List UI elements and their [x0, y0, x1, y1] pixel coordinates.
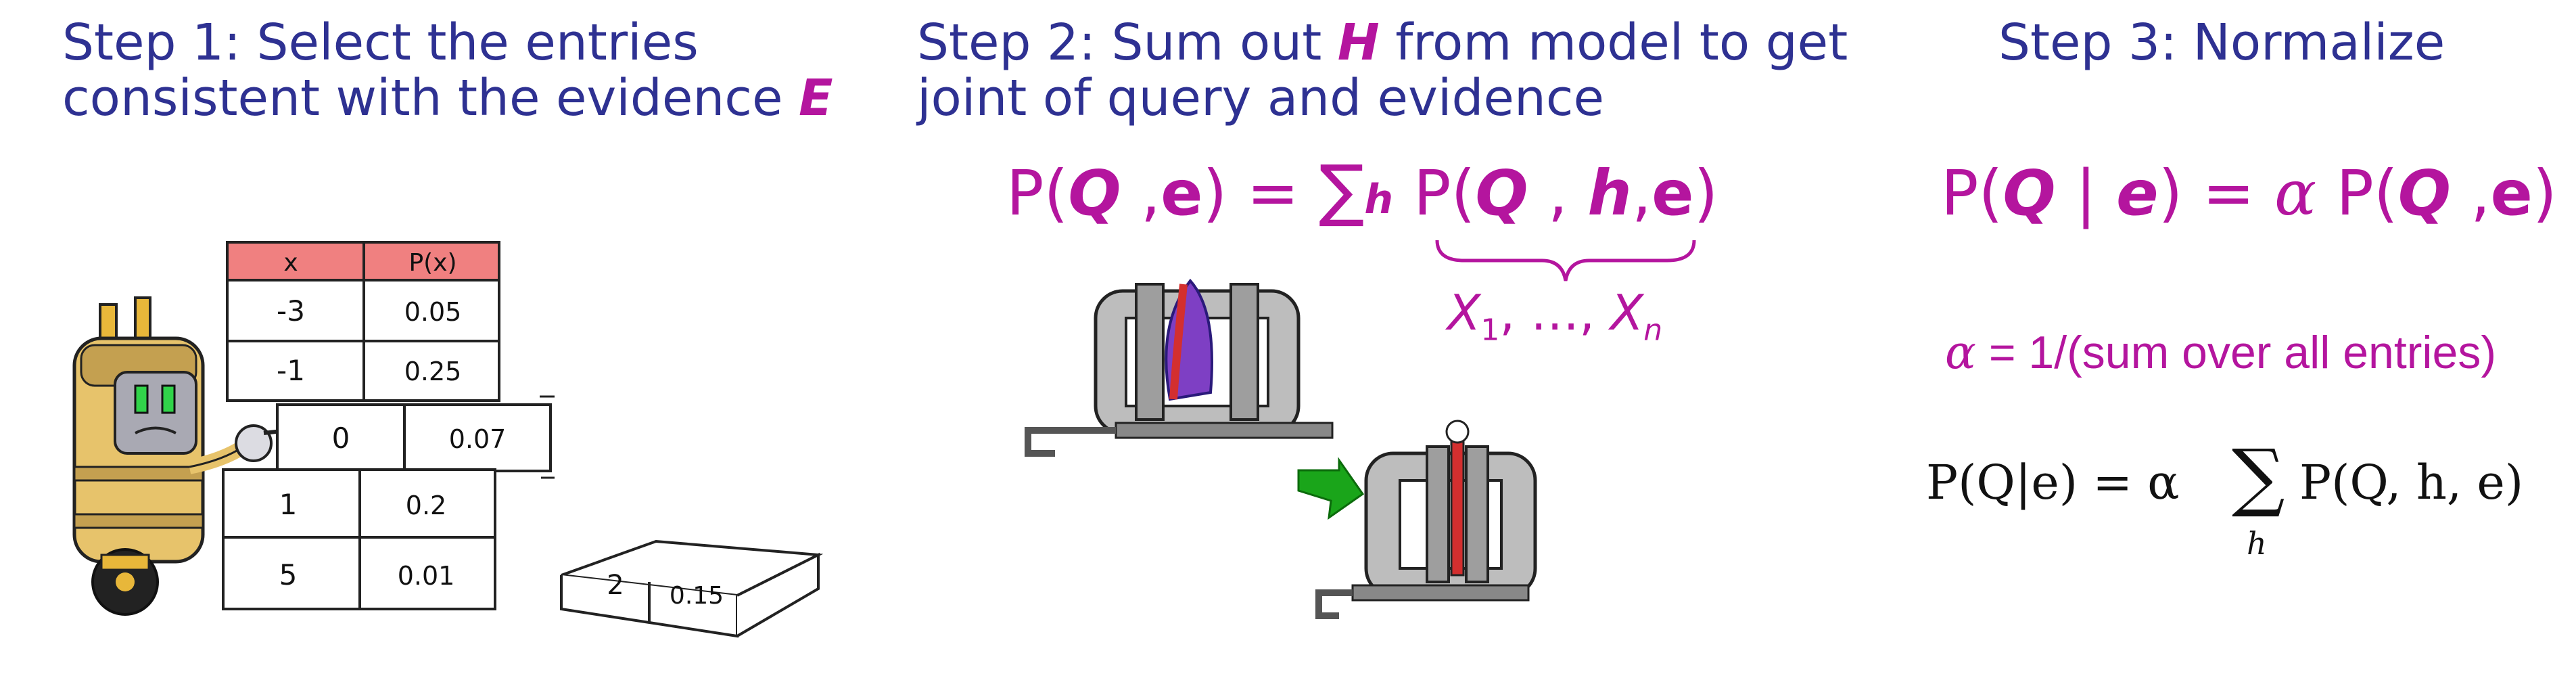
- normalize-math-formula: P(Q|e) = α: [1926, 455, 2180, 510]
- table-cell-x-1: -1: [277, 354, 305, 387]
- joint-rhs-comma2: ,: [1631, 157, 1652, 229]
- table-cell-x-0: -3: [277, 294, 305, 328]
- norm-q: Q: [2003, 157, 2056, 229]
- step2-hidden-var: H: [1337, 14, 1380, 72]
- norm-bar: |: [2055, 157, 2117, 229]
- probability-table: x P(x) -3 0.05 -1 0.25 0 0.07 1 0.2 5 0.…: [222, 241, 555, 610]
- joint-rhs-h: h: [1587, 157, 1632, 229]
- table-cell-x-3: 1: [279, 488, 298, 521]
- step1-line1: Step 1: Select the entries: [62, 14, 699, 72]
- normalize-formula: P(Q | e) = α P(Q ,e): [1941, 157, 2557, 229]
- step2-line1-prefix: Step 2: Sum out: [917, 14, 1338, 72]
- math-sigma: ∑: [2232, 433, 2285, 520]
- step2-line1-suffix: from model to get: [1379, 14, 1848, 72]
- math-sub-h: h: [2247, 525, 2267, 562]
- norm-close: ): [2532, 157, 2557, 229]
- step3-title: Step 3: Normalize: [1998, 15, 2445, 70]
- joint-rhs-comma1: ,: [1528, 157, 1588, 229]
- joint-lhs-e: e: [1161, 157, 1203, 229]
- xvar-first-sub: 1: [1480, 313, 1500, 348]
- step1-evidence-var: E: [799, 69, 833, 127]
- norm-p2-open: P(: [2316, 157, 2398, 229]
- xvar-first: X: [1447, 284, 1481, 341]
- joint-lhs-open: P(: [1006, 157, 1069, 229]
- xvar-ellipsis: , …,: [1499, 284, 1610, 341]
- step3-title-text: Step 3: Normalize: [1998, 14, 2445, 72]
- alpha-definition: α = 1/(sum over all entries): [1945, 326, 2496, 380]
- hidden-vars-label: X1, …, Xn: [1447, 284, 1662, 347]
- norm-e2: e: [2490, 157, 2533, 229]
- joint-formula: P(Q ,e) =: [1006, 157, 1299, 229]
- step2-line2: joint of query and evidence: [917, 69, 1605, 127]
- table-cell-p-4: 0.01: [398, 561, 455, 591]
- step2-title: Step 2: Sum out H from model to get join…: [917, 15, 1848, 126]
- table-header-px: P(x): [408, 249, 456, 277]
- table-cell-x-4: 5: [279, 558, 298, 591]
- math-sum-sub: h: [2247, 525, 2267, 562]
- math-lhs: P(Q|e) = α: [1926, 455, 2180, 510]
- clamp-squeezed-illustration: [1315, 420, 1537, 619]
- robot-illustration: [72, 296, 288, 616]
- joint-sum-symbol: ∑h: [1319, 150, 1393, 229]
- table-cell-p-1: 0.25: [404, 357, 462, 386]
- xvar-last: X: [1610, 284, 1644, 341]
- norm-open: P(: [1941, 157, 2003, 229]
- step1-line2: consistent with the evidence: [62, 69, 799, 127]
- sum-sigma: ∑: [1319, 150, 1365, 229]
- discarded-row: 2 0.15: [560, 539, 824, 638]
- xvar-last-sub: n: [1643, 313, 1663, 348]
- math-rhs-text: P(Q, h, e): [2299, 455, 2524, 510]
- table-header-x: x: [283, 249, 298, 277]
- table-cell-x-2: 0: [332, 422, 350, 455]
- green-arrow: [1297, 457, 1365, 520]
- norm-comma: ,: [2450, 157, 2491, 229]
- joint-lhs-comma: ,: [1121, 157, 1161, 229]
- math-sum: ∑: [2232, 433, 2285, 520]
- underbrace: [1435, 240, 1696, 281]
- joint-rhs-e: e: [1652, 157, 1694, 229]
- norm-e: e: [2116, 157, 2159, 229]
- discarded-x: 2: [607, 570, 624, 601]
- joint-lhs-q: Q: [1068, 157, 1121, 229]
- joint-rhs: P(Q , h,e): [1413, 157, 1718, 229]
- sum-subscript-h: h: [1364, 176, 1394, 223]
- norm-q2: Q: [2397, 157, 2451, 229]
- norm-eq: ) =: [2158, 157, 2274, 229]
- discarded-p: 0.15: [670, 582, 724, 610]
- joint-rhs-close: ): [1693, 157, 1718, 229]
- joint-rhs-open: P(: [1413, 157, 1476, 229]
- joint-lhs-close: ) =: [1202, 157, 1299, 229]
- table-cell-p-0: 0.05: [404, 297, 462, 327]
- table-cell-p-3: 0.2: [406, 491, 446, 520]
- alpha-symbol: α: [1945, 326, 1976, 380]
- clamp-full-illustration: [1025, 278, 1334, 457]
- joint-rhs-q: Q: [1475, 157, 1528, 229]
- table-cell-p-2: 0.07: [449, 424, 507, 454]
- step1-title: Step 1: Select the entries consistent wi…: [62, 15, 833, 126]
- alpha-text: = 1/(sum over all entries): [1975, 327, 2496, 378]
- norm-alpha: α: [2274, 157, 2317, 229]
- math-rhs: P(Q, h, e): [2299, 455, 2523, 510]
